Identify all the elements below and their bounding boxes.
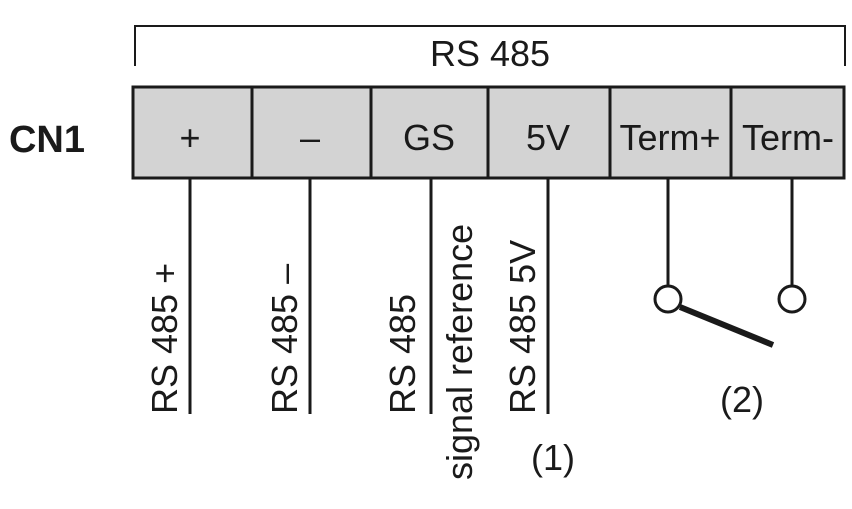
wire-label-gs-line1: RS 485 bbox=[382, 294, 423, 414]
switch-lever bbox=[678, 304, 775, 348]
rs485-bracket bbox=[134, 25, 846, 66]
note-five-v: (1) bbox=[531, 437, 575, 478]
switch-contact-left bbox=[653, 284, 683, 314]
terminal-block: + – GS 5V Term+ Term- bbox=[131, 85, 846, 180]
wire-label-plus: RS 485 + bbox=[144, 263, 185, 414]
terminal-label-5v: 5V bbox=[526, 117, 570, 158]
terminal-label-plus: + bbox=[179, 117, 200, 158]
wire-label-5v: RS 485 5V bbox=[502, 240, 543, 414]
connector-label: CN1 bbox=[9, 119, 85, 161]
terminal-minus bbox=[250, 85, 373, 180]
bus-label: RS 485 bbox=[430, 33, 550, 74]
note-termination: (2) bbox=[720, 379, 764, 420]
terminal-label-minus: – bbox=[300, 117, 320, 158]
terminal-label-term-minus: Term- bbox=[742, 117, 834, 158]
switch-contact-right bbox=[777, 284, 807, 314]
terminal-term-minus bbox=[729, 85, 846, 180]
wire-label-gs-line2: signal reference bbox=[439, 224, 480, 480]
wire-label-minus: RS 485 – bbox=[264, 264, 305, 414]
termination-switch bbox=[653, 284, 807, 348]
terminal-label-term-plus: Term+ bbox=[619, 117, 720, 158]
terminal-label-gs: GS bbox=[403, 117, 455, 158]
